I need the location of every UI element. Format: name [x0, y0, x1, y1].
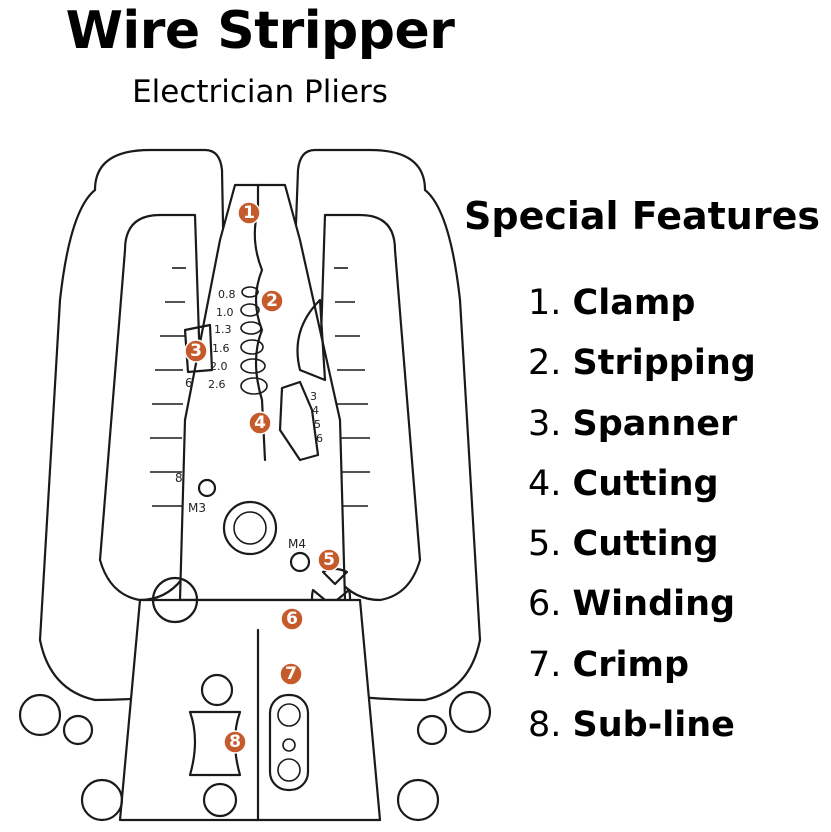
gauge-label: 2.6 — [208, 378, 226, 391]
badge-4: 4 — [248, 411, 272, 435]
feature-item: 2. Stripping — [528, 338, 756, 398]
m4-hole — [289, 551, 311, 573]
m3-hole — [197, 478, 217, 498]
crimp-slot — [268, 693, 310, 792]
gauge-label: 1.0 — [216, 306, 234, 319]
mark-m3: M3 — [188, 501, 206, 515]
right-bolt-2 — [416, 714, 448, 746]
strip-gauge-labels: 0.8 1.0 1.3 1.6 2.0 2.6 — [208, 288, 236, 391]
feature-item: 5. Cutting — [528, 519, 756, 579]
feature-name: Clamp — [572, 283, 696, 323]
cut-gauge-label: 5 — [314, 418, 321, 431]
crimp-slot-hole2 — [277, 758, 301, 782]
badge-1: 1 — [237, 201, 261, 225]
left-pivot — [151, 576, 199, 624]
crimp-slot-hole1 — [277, 703, 301, 727]
feature-item: 1. Clamp — [528, 278, 756, 338]
mark-eight: 8 — [175, 471, 183, 485]
handle-ribs — [150, 267, 370, 507]
feature-name: Stripping — [572, 343, 756, 384]
jaw-split — [253, 183, 267, 462]
badge-3: 3 — [184, 339, 208, 363]
badge-5: 5 — [317, 548, 341, 572]
crimp-section — [118, 598, 382, 822]
jaw-arc — [296, 298, 327, 382]
badge-2: 2 — [260, 289, 284, 313]
features-list: 1. Clamp 2. Stripping 3. Spanner 4. Cutt… — [528, 278, 756, 760]
cut-gauge-label: 6 — [316, 432, 323, 445]
feature-number: 4. — [528, 463, 562, 504]
svg-text:4: 4 — [254, 413, 266, 433]
page-title: Wire Stripper — [65, 1, 455, 61]
mark-m4: M4 — [288, 537, 306, 551]
crimp-die — [188, 710, 242, 777]
feature-name: Crimp — [572, 644, 690, 685]
feature-number: 3. — [528, 403, 562, 444]
svg-text:1: 1 — [243, 203, 255, 223]
badge-8: 8 — [223, 730, 247, 754]
feature-name: Cutting — [572, 463, 719, 504]
feature-item: 4. Cutting — [528, 459, 756, 519]
cut-gauge-label: 4 — [312, 404, 319, 417]
feature-number: 7. — [528, 644, 562, 685]
gauge-label: 1.6 — [212, 342, 230, 355]
strip-holes — [240, 286, 268, 395]
badge-6: 6 — [280, 607, 304, 631]
svg-text:8: 8 — [229, 732, 241, 752]
pliers-diagram: 0.8 1.0 1.3 1.6 2.0 2.6 3 4 5 6 6 8 M3 M… — [18, 148, 492, 822]
pivot-hole-inner — [233, 511, 267, 545]
gauge-label: 0.8 — [218, 288, 236, 301]
gauge-label: 2.0 — [210, 360, 228, 373]
crimp-slot-hole3 — [282, 738, 296, 752]
svg-text:6: 6 — [286, 609, 298, 629]
feature-number: 6. — [528, 584, 562, 625]
svg-text:7: 7 — [285, 664, 297, 684]
bottom-hole — [202, 782, 238, 818]
svg-text:2: 2 — [266, 291, 278, 311]
cut-gauge-label: 3 — [310, 390, 317, 403]
features-heading: Special Features — [464, 194, 820, 238]
badge-7: 7 — [279, 662, 303, 686]
feature-number: 5. — [528, 524, 562, 565]
right-bolt-3 — [396, 778, 440, 822]
left-bolt-1 — [18, 693, 62, 737]
feature-item: 7. Crimp — [528, 640, 756, 700]
svg-text:3: 3 — [190, 341, 202, 361]
left-bolt-3 — [80, 778, 124, 822]
feature-number: 2. — [528, 343, 562, 384]
crimp-hole-top — [200, 673, 234, 707]
feature-number: 8. — [528, 705, 562, 746]
feature-name: Sub-line — [572, 705, 735, 746]
gauge-label: 1.3 — [214, 323, 232, 336]
feature-item: 3. Spanner — [528, 399, 756, 459]
feature-name: Spanner — [572, 403, 738, 444]
feature-number: 1. — [528, 283, 562, 323]
right-bolt-1 — [448, 690, 492, 734]
feature-name: Winding — [572, 584, 736, 625]
svg-text:5: 5 — [323, 550, 335, 570]
left-bolt-2 — [62, 714, 94, 746]
left-gauge-label: 6 — [185, 376, 193, 390]
cut-gauge-labels: 3 4 5 6 — [310, 390, 323, 445]
pivot-hole — [222, 500, 278, 556]
feature-name: Cutting — [572, 524, 719, 565]
feature-item: 8. Sub-line — [528, 700, 756, 760]
feature-item: 6. Winding — [528, 579, 756, 639]
cutter-window — [278, 380, 320, 462]
page-subtitle: Electrician Pliers — [132, 74, 388, 110]
